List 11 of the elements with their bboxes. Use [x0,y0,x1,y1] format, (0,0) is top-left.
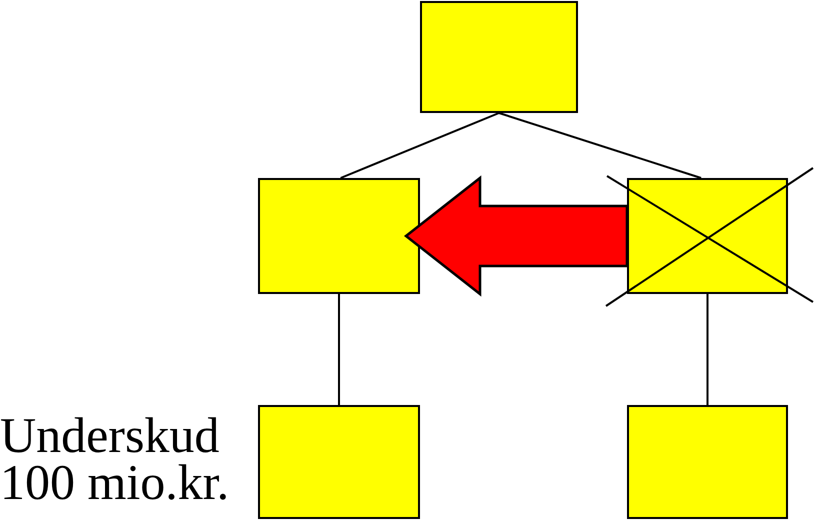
org-chart-box [420,1,578,113]
block-arrow [404,175,628,297]
org-chart-box [627,405,788,519]
org-chart-box [627,178,788,294]
node-caption: Underskud 100 mio.kr. [0,412,230,506]
connector-line [498,112,702,179]
connector-line [338,294,340,405]
connector-line [706,294,708,405]
org-chart-box [258,178,420,294]
connector-line [340,112,500,179]
org-chart-box [258,405,420,519]
